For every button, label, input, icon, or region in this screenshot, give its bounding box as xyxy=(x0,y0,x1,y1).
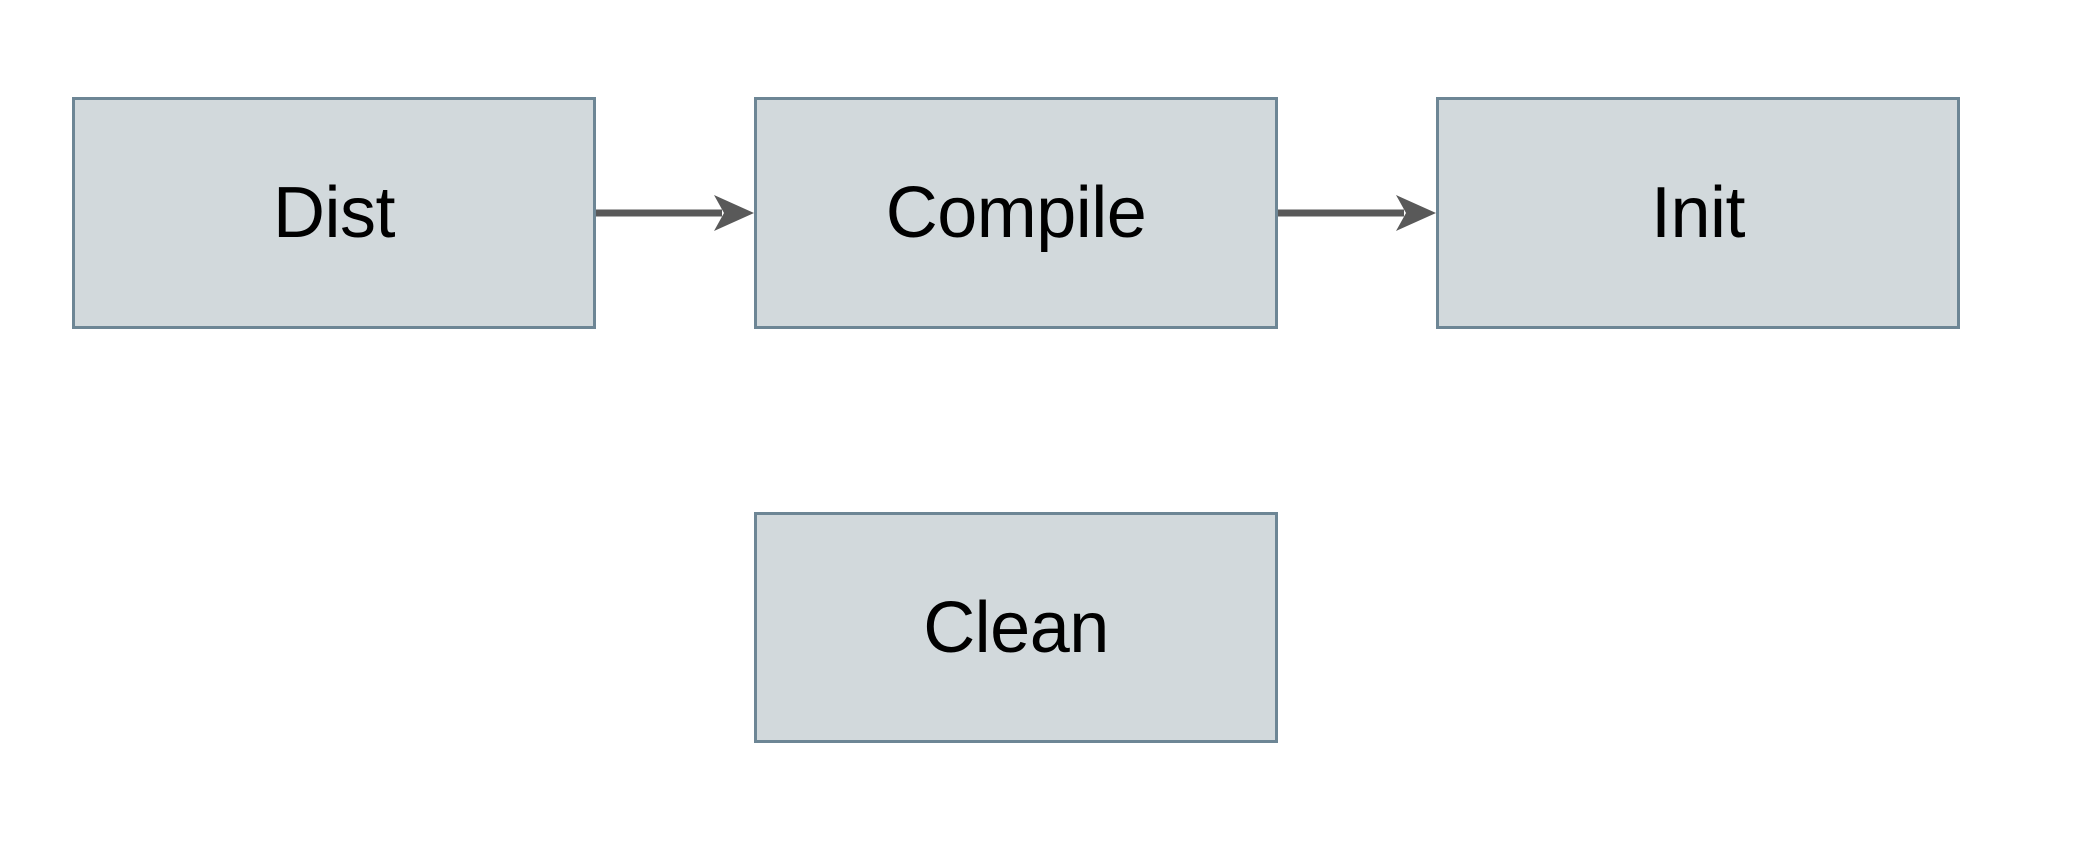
edge-dist-to-compile[interactable] xyxy=(596,183,754,243)
node-dist-label: Dist xyxy=(273,173,396,253)
node-compile-label: Compile xyxy=(885,173,1147,253)
edge-compile-to-init[interactable] xyxy=(1278,183,1436,243)
node-init[interactable]: Init xyxy=(1436,97,1960,329)
node-clean-label: Clean xyxy=(923,587,1109,668)
node-init-label: Init xyxy=(1650,173,1746,253)
arrowhead-icon xyxy=(1396,195,1436,231)
node-compile[interactable]: Compile xyxy=(754,97,1278,329)
arrowhead-icon xyxy=(714,195,754,231)
node-clean[interactable]: Clean xyxy=(754,512,1278,743)
node-dist[interactable]: Dist xyxy=(72,97,596,329)
